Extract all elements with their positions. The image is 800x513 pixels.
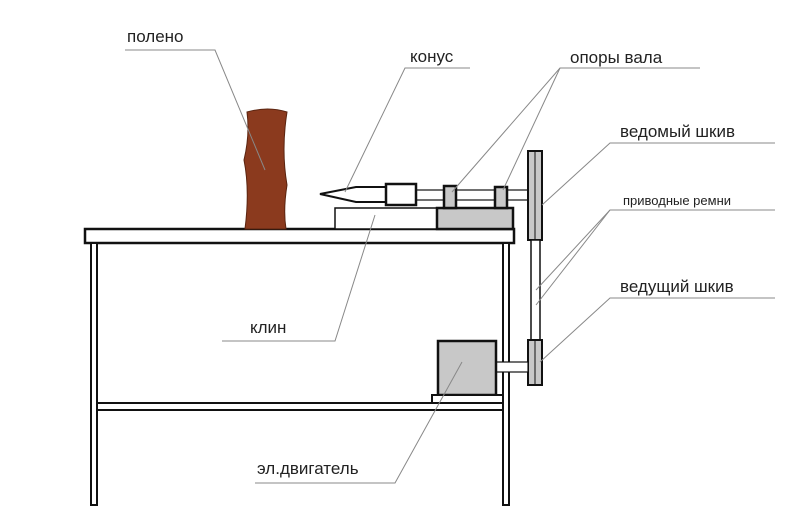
leader-wedge: [222, 214, 376, 342]
table-leg-right: [502, 242, 510, 506]
table: [83, 227, 516, 506]
leader-motor: [255, 361, 463, 484]
leader-shaft-support-2: [502, 67, 561, 191]
lower-shelf: [96, 402, 504, 411]
shaft-base-block: [435, 206, 515, 231]
leader-log: [125, 49, 266, 171]
leader-lines: [125, 49, 775, 484]
motor-base-plate: [431, 394, 504, 404]
motor-shaft: [495, 361, 529, 373]
coupling: [384, 182, 418, 207]
wedge: [334, 207, 438, 230]
label-cone: конус: [410, 47, 454, 66]
leader-cone: [344, 67, 470, 193]
leader-driven-pulley: [541, 142, 775, 206]
label-log: полено: [127, 27, 184, 46]
shaft-support-2: [493, 185, 509, 210]
motor: [436, 339, 498, 397]
label-shaft-supports: опоры вала: [570, 48, 663, 67]
label-drive-belts: приводные ремни: [623, 193, 731, 208]
leader-drive-belts-2: [535, 209, 611, 306]
drive-belts: [530, 239, 541, 341]
table-top: [83, 227, 516, 245]
label-wedge: клин: [250, 318, 286, 337]
log: [243, 108, 288, 230]
cone: [319, 186, 388, 203]
label-drive-pulley: ведущий шкив: [620, 277, 734, 296]
table-leg-left: [90, 242, 98, 506]
label-motor: эл.двигатель: [257, 459, 359, 478]
shaft: [414, 189, 529, 201]
leader-drive-pulley: [539, 297, 775, 363]
label-driven-pulley: ведомый шкив: [620, 122, 735, 141]
